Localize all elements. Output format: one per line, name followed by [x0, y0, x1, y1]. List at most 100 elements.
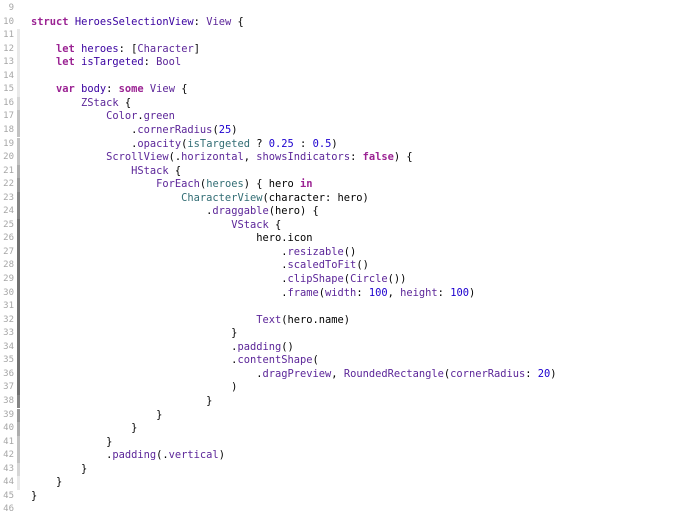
code-line[interactable]: 45} [0, 490, 700, 504]
code-line[interactable]: 39 } [0, 408, 700, 422]
code-fold-ribbon[interactable] [17, 394, 20, 409]
line-number: 38 [3, 395, 14, 406]
code-line[interactable]: 36 .dragPreview, RoundedRectangle(corner… [0, 367, 700, 382]
code-fold-ribbon[interactable] [17, 29, 20, 43]
code-token: dragPreview [262, 367, 332, 380]
code-line[interactable]: 33 } [0, 327, 700, 341]
code-fold-ribbon[interactable] [17, 218, 20, 233]
code-line[interactable]: 19 .opacity(isTargeted ? 0.25 : 0.5) [0, 137, 700, 151]
code-line[interactable]: 40 } [0, 422, 700, 436]
code-fold-ribbon[interactable] [17, 245, 20, 260]
code-token: Circle [350, 273, 388, 285]
code-fold-ribbon[interactable] [17, 367, 20, 382]
code-line[interactable]: 32 Text(hero.name) [0, 313, 700, 328]
code-line[interactable]: 37 ) [0, 381, 700, 395]
code-fold-ribbon[interactable] [17, 476, 20, 490]
code-token: RoundedRectangle [343, 367, 444, 380]
code-fold-ribbon[interactable] [17, 205, 20, 219]
code-line[interactable]: 25 VStack { [0, 218, 700, 233]
code-token: View [206, 15, 232, 28]
code-fold-ribbon[interactable] [17, 137, 20, 151]
line-number: 39 [3, 409, 14, 420]
code-fold-ribbon[interactable] [17, 273, 20, 287]
code-token [31, 314, 256, 326]
code-fold-ribbon[interactable] [17, 191, 20, 206]
code-fold-ribbon[interactable] [17, 123, 20, 138]
code-fold-ribbon[interactable] [17, 435, 20, 450]
line-number: 19 [3, 138, 14, 149]
code-fold-ribbon[interactable] [17, 178, 20, 192]
code-token: padding [237, 340, 282, 353]
code-fold-ribbon[interactable] [17, 313, 20, 328]
code-line[interactable]: 27 .resizable() [0, 245, 700, 260]
code-fold-ribbon[interactable] [17, 300, 20, 314]
code-fold-ribbon[interactable] [17, 340, 20, 355]
code-token: : [437, 286, 451, 299]
code-line[interactable]: 14 [0, 69, 700, 84]
code-line[interactable]: 43 } [0, 462, 700, 477]
code-token: 100 [368, 286, 388, 299]
code-line[interactable]: 22 ForEach(heroes) { hero in [0, 178, 700, 192]
code-fold-ribbon[interactable] [17, 83, 20, 97]
code-line[interactable]: 13 let isTargeted: Bool [0, 56, 700, 70]
code-fold-ribbon[interactable] [17, 381, 20, 395]
code-line[interactable]: 30 .frame(width: 100, height: 100) [0, 286, 700, 301]
code-token: ()) [387, 273, 407, 285]
code-line[interactable]: 42 .padding(.vertical) [0, 449, 700, 463]
code-fold-ribbon[interactable] [17, 327, 20, 341]
code-token: showsIndicators [256, 151, 351, 164]
code-fold-ribbon[interactable] [17, 462, 20, 477]
code-token: HeroesSelectionView [74, 15, 194, 28]
code-line[interactable]: 9 [0, 2, 700, 16]
code-line[interactable]: 18 .cornerRadius(25) [0, 123, 700, 138]
line-number: 25 [3, 219, 14, 230]
code-token: horizontal [181, 151, 244, 164]
code-line[interactable]: 41 } [0, 435, 700, 450]
code-line[interactable]: 20 ScrollView(.horizontal, showsIndicato… [0, 151, 700, 165]
code-fold-ribbon[interactable] [17, 42, 20, 57]
code-line[interactable]: 26 hero.icon [0, 232, 700, 246]
code-line[interactable]: 16 ZStack { [0, 96, 700, 111]
code-line[interactable]: 38 } [0, 394, 700, 409]
code-line[interactable]: 12 let heroes: [Character] [0, 42, 700, 57]
code-fold-ribbon[interactable] [17, 354, 20, 368]
code-line[interactable]: 35 .contentShape( [0, 354, 700, 368]
code-text: var body: some View { [31, 83, 187, 97]
line-number: 11 [3, 30, 14, 41]
line-number: 23 [3, 192, 14, 203]
code-fold-ribbon[interactable] [17, 110, 20, 124]
code-line[interactable]: 46 [0, 503, 700, 517]
code-token: let [56, 56, 75, 69]
code-line[interactable]: 28 .scaledToFit() [0, 259, 700, 273]
code-fold-ribbon[interactable] [17, 232, 20, 246]
code-token: { [174, 83, 188, 96]
code-fold-ribbon[interactable] [17, 259, 20, 273]
code-line[interactable]: 15 var body: some View { [0, 83, 700, 97]
code-text: HStack { [31, 165, 181, 179]
code-fold-ribbon[interactable] [17, 96, 20, 111]
code-token [31, 192, 181, 204]
code-token: ] [193, 42, 200, 55]
code-line[interactable]: 17 Color.green [0, 110, 700, 124]
code-token: { [168, 164, 182, 177]
code-token: ScrollView [106, 151, 169, 164]
code-token: draggable [212, 205, 269, 218]
code-fold-ribbon[interactable] [17, 151, 20, 165]
code-line[interactable]: 31 [0, 300, 700, 314]
code-line[interactable]: 21 HStack { [0, 164, 700, 179]
code-fold-ribbon[interactable] [17, 408, 20, 422]
code-line[interactable]: 34 .padding() [0, 340, 700, 355]
code-fold-ribbon[interactable] [17, 164, 20, 179]
code-line[interactable]: 29 .clipShape(Circle()) [0, 273, 700, 287]
code-line[interactable]: 11 [0, 29, 700, 43]
code-fold-ribbon[interactable] [17, 449, 20, 463]
code-line[interactable]: 24 .draggable(hero) { [0, 205, 700, 219]
code-fold-ribbon[interactable] [17, 69, 20, 84]
code-fold-ribbon[interactable] [17, 422, 20, 436]
code-line[interactable]: 23 CharacterView(character: hero) [0, 191, 700, 206]
code-fold-ribbon[interactable] [17, 56, 20, 70]
code-line[interactable]: 44 } [0, 476, 700, 490]
code-fold-ribbon[interactable] [17, 286, 20, 301]
